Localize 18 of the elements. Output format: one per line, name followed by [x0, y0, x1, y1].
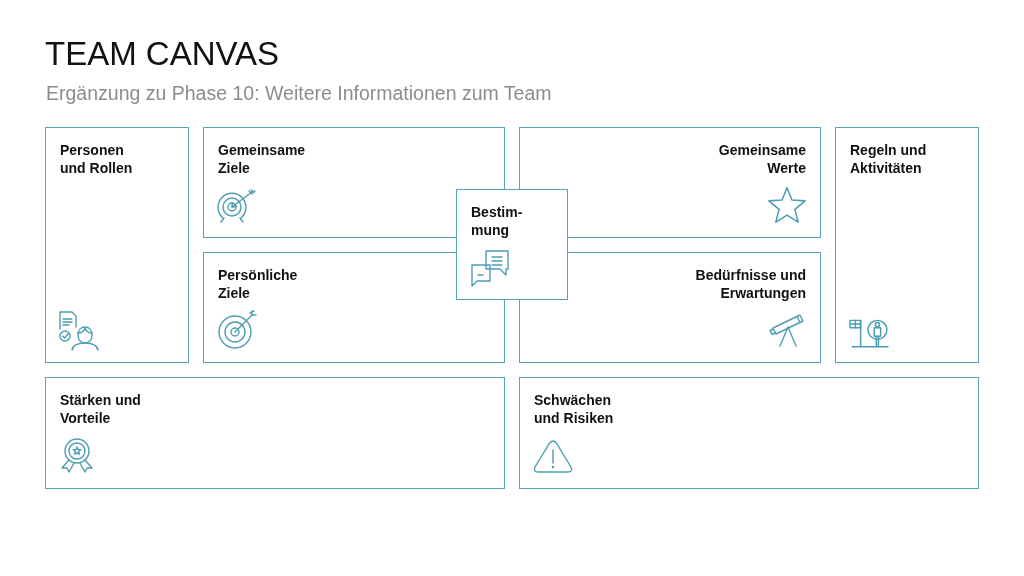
panel-heading: Schwächen und Risiken	[534, 391, 615, 427]
center-panel	[456, 189, 568, 300]
canvas-panel	[45, 127, 189, 363]
title: TEAM CANVAS	[45, 34, 280, 74]
subtitle: Ergänzung zu Phase 10: Weitere Informationen zum Team	[46, 81, 552, 106]
panel-heading: Bedürfnisse und Erwartungen	[694, 266, 806, 302]
canvas-panel	[835, 127, 979, 363]
panel-heading: Stärken und Vorteile	[60, 391, 142, 427]
panel-heading: Gemeinsame Werte	[717, 141, 806, 177]
canvas-panel	[519, 252, 821, 363]
canvas-panel	[45, 377, 505, 489]
panel-heading: Gemeinsame Ziele	[218, 141, 307, 177]
canvas-panel	[519, 377, 979, 489]
panel-heading: Persönliche Ziele	[218, 266, 299, 302]
panel-heading: Regeln und Aktivitäten	[850, 141, 928, 177]
panel-heading: Bestim- mung	[471, 203, 524, 239]
canvas-panel	[203, 252, 505, 363]
panel-heading: Personen und Rollen	[60, 141, 134, 177]
